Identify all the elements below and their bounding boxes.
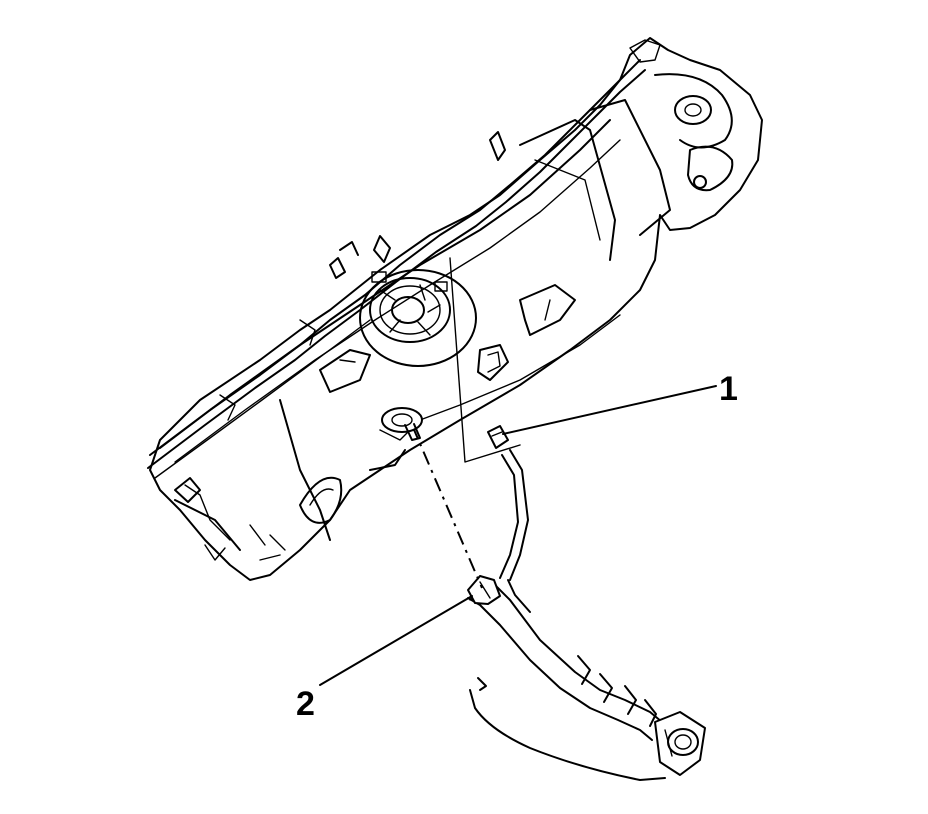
callout-1-label: 1 [719,370,738,408]
fuel-filler-pipe [467,425,706,776]
fuel-lines [147,59,646,503]
callout-1: 1 [502,370,738,435]
assembly-centerline [381,407,483,589]
fuel-tank [149,37,763,581]
callout-2-leader [319,595,473,686]
detail-leader [449,257,521,463]
filler-door-outline [469,677,666,781]
callout-2: 2 [296,595,473,723]
callout-1-leader [502,385,717,435]
callout-2-label: 2 [296,685,315,723]
